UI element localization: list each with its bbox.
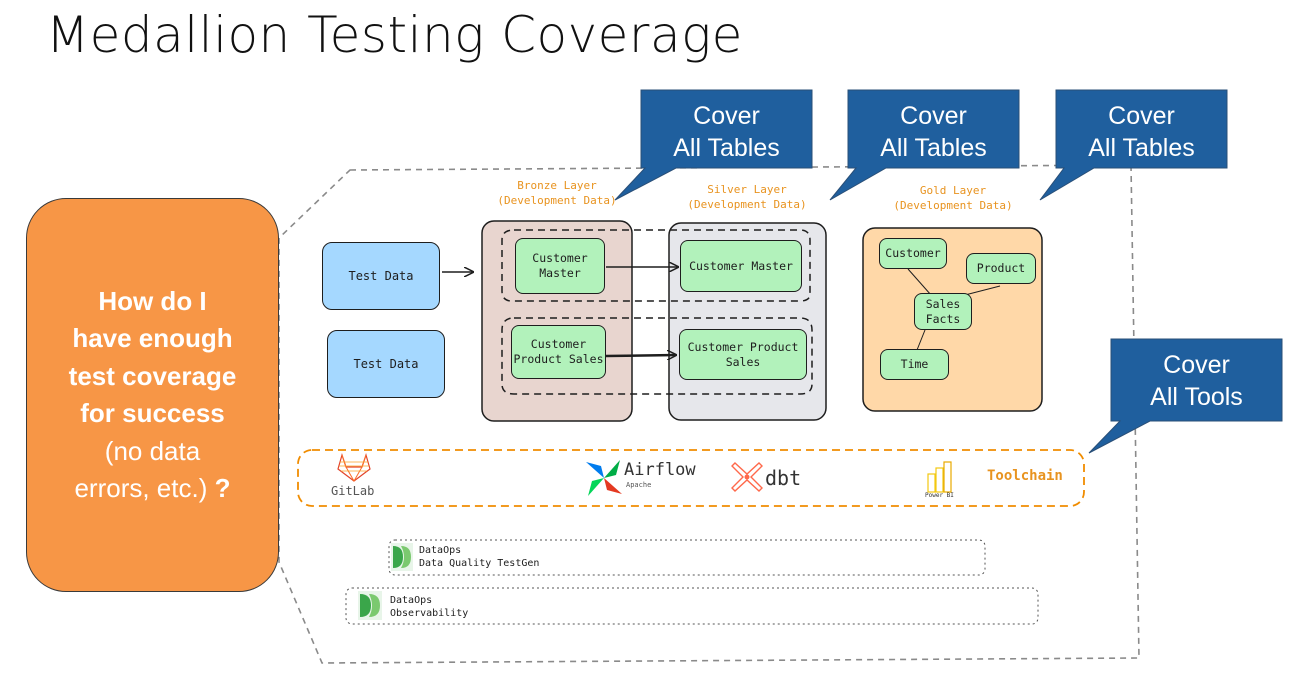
test-data-box-1: Test Data	[322, 242, 440, 310]
callout-silver-text: Cover All Tables	[880, 102, 987, 162]
gold-link-customer	[907, 268, 932, 296]
silver-customer-master-table: Customer Master	[680, 240, 802, 292]
question-line-5: (no data	[104, 435, 201, 466]
dataops-observability-text: DataOps Observability	[390, 594, 468, 620]
gold-customer-table: Customer	[879, 238, 947, 269]
callout-bronze-shape	[614, 89, 813, 201]
row-group-customer-product-sales	[501, 317, 813, 395]
gitlab-label: GitLab	[331, 484, 375, 498]
dbt-label: dbt	[765, 466, 802, 490]
test-data-box-2: Test Data	[327, 330, 445, 398]
dataops-testgen-icon	[391, 543, 413, 571]
gold-link-product	[964, 285, 1001, 296]
silver-customer-product-sales-table: Customer Product Sales	[679, 329, 807, 380]
page-title: Medallion Testing Coverage	[46, 6, 743, 64]
observability-line-1: DataOps	[390, 595, 433, 606]
airflow-icon	[586, 460, 622, 496]
airflow-sub-label: Apache	[626, 481, 652, 489]
dataops-testgen-text: DataOps Data Quality TestGen	[419, 544, 539, 570]
testgen-line-1: DataOps	[419, 545, 462, 556]
gitlab-icon	[337, 452, 371, 483]
question-line-3: test coverage	[68, 360, 237, 391]
arrow-customer-product-sales	[605, 355, 676, 356]
power-bi-label: Power BI	[925, 492, 954, 499]
gold-layer-label: Gold Layer (Development Data)	[893, 184, 1013, 212]
toolchain-label: Toolchain	[987, 468, 1063, 484]
bronze-customer-master-table: Customer Master	[515, 238, 605, 294]
callout-bronze-text: Cover All Tables	[673, 102, 780, 162]
dbt-icon	[731, 462, 763, 492]
callout-silver-shape	[829, 89, 1020, 201]
question-line-1: How do I	[98, 285, 207, 316]
silver-layer-label: Silver Layer (Development Data)	[687, 183, 807, 211]
gold-time-table: Time	[880, 349, 949, 380]
callout-gold-text: Cover All Tables	[1088, 102, 1195, 162]
dataops-observability-icon	[358, 591, 382, 620]
callout-tools-shape	[1088, 338, 1283, 454]
question-mark: ?	[214, 473, 231, 503]
bronze-layer-label: Bronze Layer (Development Data)	[497, 179, 617, 207]
airflow-label: Airflow	[624, 460, 696, 480]
coverage-question-box: How do I have enough test coverage for s…	[26, 198, 279, 592]
gold-sales-facts-table: Sales Facts	[914, 293, 972, 330]
question-line-2: have enough	[72, 323, 233, 353]
observability-container	[345, 587, 1039, 625]
callout-tools-text: Cover All Tools	[1150, 351, 1243, 411]
toolchain-container	[297, 449, 1085, 507]
gold-product-table: Product	[966, 253, 1036, 284]
observability-line-2: Observability	[390, 608, 469, 619]
gold-link-time	[916, 329, 926, 351]
callout-gold-shape	[1039, 89, 1228, 201]
question-line-6: errors, etc.)	[74, 473, 208, 503]
question-line-4: for success	[80, 398, 225, 428]
testgen-line-2: Data Quality TestGen	[419, 558, 540, 569]
power-bi-icon	[927, 461, 952, 493]
testgen-container	[388, 539, 986, 576]
bronze-customer-product-sales-table: Customer Product Sales	[511, 325, 606, 379]
